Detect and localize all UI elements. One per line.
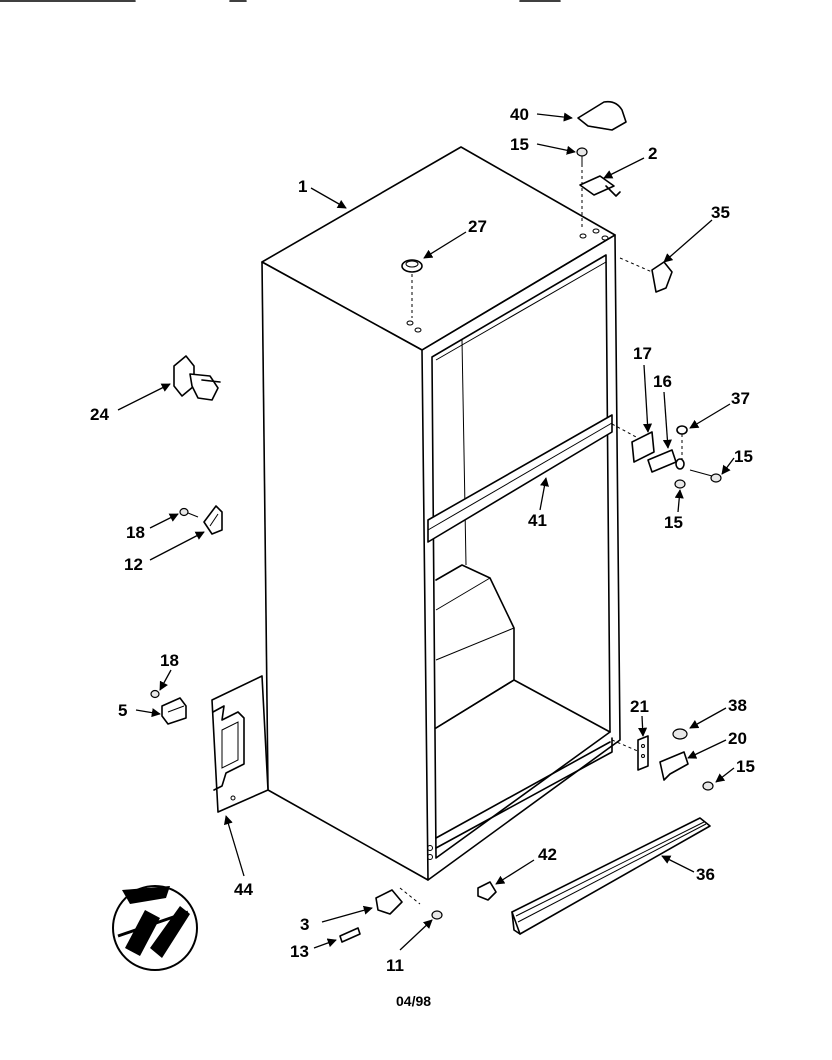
callout-1: 1 [298,177,307,196]
callout-15: 15 [664,513,683,532]
callout-13: 13 [290,942,309,961]
callout-18: 18 [126,523,145,542]
leader-lines [117,112,735,951]
callout-15: 15 [734,447,753,466]
callout-24: 24 [90,405,109,424]
callout-11: 11 [386,956,404,975]
callout-36: 36 [696,865,715,884]
callout-21: 21 [630,697,649,716]
callout-15: 15 [510,135,529,154]
date-code: 04/98 [396,993,431,1009]
callout-35: 35 [711,203,730,222]
callout-27: 27 [468,217,487,236]
callout-40: 40 [510,105,529,124]
callout-labels: 40 15 2 1 27 35 24 17 16 37 15 15 41 18 … [90,105,755,975]
callout-2: 2 [648,144,657,163]
part-42-clip [477,881,497,901]
part-40-top-cover [577,100,627,131]
callout-16: 16 [653,372,672,391]
part-27-top-plug [401,259,423,318]
callout-3: 3 [300,915,309,934]
callout-12: 12 [124,555,143,574]
callout-5: 5 [118,701,127,720]
callout-41: 41 [528,511,547,530]
callout-42: 42 [538,845,557,864]
bottom-hinge-assembly [611,728,714,791]
lower-compartment [435,564,613,849]
part-2-top-hinge [579,175,621,197]
center-hinge-assembly [611,423,722,489]
part-35-hinge-cover [619,257,673,293]
mullion-divider [427,414,613,543]
callout-38: 38 [728,696,747,715]
callout-44: 44 [234,880,253,899]
callout-20: 20 [728,729,747,748]
callout-17: 17 [633,344,652,363]
manufacturer-logo-stamp [112,885,198,971]
part-5-bracket [150,689,187,725]
leveling-assembly [339,887,443,943]
callout-18: 18 [160,651,179,670]
part-24-door-stop [173,355,221,401]
rear-panel-44 [211,675,269,813]
part-15-top-screw [576,147,588,228]
callout-15: 15 [736,757,755,776]
part-36-base-grille [511,817,711,935]
callout-37: 37 [731,389,750,408]
part-12-bracket [179,505,223,535]
